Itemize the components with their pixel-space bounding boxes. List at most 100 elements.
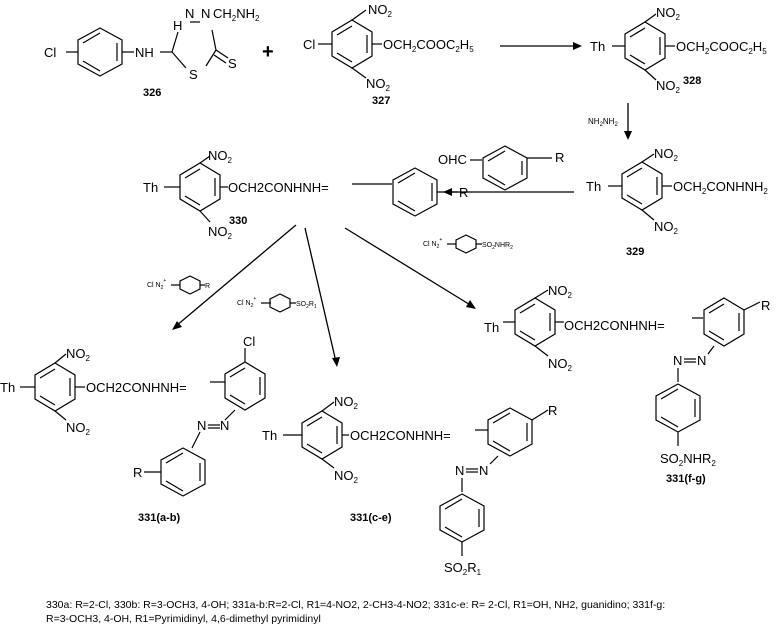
chloro-label: Cl [243, 334, 255, 349]
no2-bottom-label: NO2 [66, 420, 91, 437]
compound-id-331fg: 331(f-g) [666, 473, 706, 485]
compound-id-328: 328 [683, 75, 701, 87]
diazo-cl-n2-label: Cl N2+ [237, 296, 256, 309]
hydrazone-chain-label: OCH2CONHNH= [86, 380, 187, 395]
aldehyde-reagent: OHC R [438, 145, 564, 191]
diazo-cl-n2-label: Cl N2+ [423, 237, 442, 250]
compound-331fg: Th NO2 OCH2CONHNH= NO2 R N N SO2NHR2 331… [484, 283, 770, 485]
no2-bottom-label: NO2 [208, 224, 233, 241]
azo-label-2: N [479, 463, 488, 478]
no2-top-label: NO2 [654, 146, 679, 163]
compound-331ab: Th NO2 OCH2CONHNH= NO2 Cl N N R 331(a-b) [0, 334, 266, 524]
ring-n2-label: N [201, 6, 210, 21]
aryl-ring [487, 407, 533, 457]
benzene-ring [179, 162, 221, 212]
compound-id-327: 327 [372, 95, 390, 107]
hydrazone-chain-label: OCH2CONHNH= [564, 318, 665, 333]
no2-top-label: NO2 [334, 394, 359, 411]
benzene-ring [331, 19, 373, 69]
aryl-ring [703, 297, 745, 347]
compound-id-326: 326 [143, 87, 161, 99]
compound-327: Cl NO2 OCH2COOC2H5 NO2 327 [303, 2, 474, 107]
azo-label-2: N [220, 418, 229, 433]
aryl-ring [439, 493, 485, 543]
hydrazone-chain-label: OCH2CONHNH= [228, 180, 329, 195]
diazonium-reagent-so2nhr2: Cl N2+ SO2NHR2 [423, 234, 513, 254]
benzene-ring [514, 297, 556, 347]
diazo-r-label: R [205, 283, 210, 290]
ester-chain-label: OCH2COOC2H5 [383, 37, 474, 54]
compound-326: Cl NH H N N CH2NH2 S S 326 [44, 6, 260, 99]
aryl-ring [655, 383, 701, 433]
diazo-so2r1-label: SO2R1 [296, 301, 317, 310]
arrow-to-331ce [304, 227, 337, 363]
azo-label: N [455, 463, 464, 478]
no2-top-label: NO2 [368, 2, 393, 19]
th-label: Th [262, 428, 277, 443]
compound-329: Th NO2 OCH2CONHNH2 NO2 329 [586, 146, 768, 258]
ester-chain-label: OCH2COOC2H5 [676, 39, 767, 56]
nh-label: NH [135, 45, 154, 60]
footnote-line-1: 330a: R=2-Cl, 330b: R=3-OCH3, 4-OH; 331a… [46, 599, 666, 611]
aryl-ring [392, 167, 438, 217]
benzene-ring [624, 21, 666, 71]
r-label: R [133, 465, 142, 480]
hydrazide-chain-label: OCH2CONHNH2 [673, 179, 768, 196]
chloro-label: Cl [303, 37, 315, 52]
compound-328: Th NO2 OCH2COOC2H5 NO2 328 [590, 5, 767, 95]
no2-top-label: NO2 [208, 148, 233, 165]
azo-label-2: N [697, 353, 706, 368]
compound-330: Th NO2 OCH2CONHNH= R NO2 330 [143, 148, 468, 241]
th-label: Th [143, 180, 158, 195]
compound-id-330: 330 [229, 215, 247, 227]
hydrazine-reagent: NH2NH2 [588, 117, 618, 128]
ch2nh2-label: CH2NH2 [213, 6, 260, 23]
no2-bottom-label: NO2 [366, 76, 391, 93]
benzene-ring [482, 145, 528, 191]
no2-bottom-label: NO2 [656, 78, 681, 95]
diazonium-reagent-so2r1: Cl N2+ SO2R1 [237, 293, 317, 313]
aryl-ring [160, 447, 206, 497]
substituent-footnote: 330a: R=2-Cl, 330b: R=3-OCH3, 4-OH; 331a… [46, 598, 766, 626]
ring-s-label: S [189, 67, 198, 82]
aldehyde-r-label: R [555, 150, 564, 165]
th-label: Th [586, 179, 601, 194]
th-label: Th [484, 320, 499, 335]
hydrazone-chain-label: OCH2CONHNH= [350, 428, 451, 443]
diazo-so2nhr2-label: SO2NHR2 [482, 242, 513, 251]
azo-label: N [673, 353, 682, 368]
thione-s-label: S [228, 56, 237, 71]
aryl-ring [224, 361, 266, 411]
r-label: R [548, 403, 557, 418]
diazonium-reagent-r: Cl N2+ R [147, 275, 210, 295]
benzene-ring [34, 362, 76, 412]
so2nhr2-label: SO2NHR2 [660, 451, 716, 468]
ring-n1-label: N [185, 6, 194, 21]
r-label: R [459, 185, 468, 200]
compound-id-331ab: 331(a-b) [138, 512, 181, 524]
no2-top-label: NO2 [66, 346, 91, 363]
arrow-to-331fg [344, 227, 473, 307]
th-label: Th [590, 39, 605, 54]
ring-h-label: H [173, 18, 182, 33]
no2-bottom-label: NO2 [334, 468, 359, 485]
diazo-cl-n2-label: Cl N2+ [147, 278, 166, 291]
benzene-ring [621, 161, 663, 211]
chloro-label: Cl [44, 45, 56, 60]
no2-top-label: NO2 [548, 283, 573, 300]
th-label: Th [0, 380, 15, 395]
plus-sign: + [262, 41, 274, 63]
benzene-ring [77, 27, 123, 77]
no2-bottom-label: NO2 [654, 219, 679, 236]
aldehyde-cho-label: OHC [438, 152, 467, 167]
arrow-to-331ab [175, 224, 297, 327]
no2-top-label: NO2 [656, 5, 681, 22]
compound-id-331ce: 331(c-e) [350, 512, 392, 524]
so2r1-label: SO2R1 [444, 560, 482, 577]
footnote-line-2: R=3-OCH3, 4-OH, R1=Pyrimidinyl, 4,6-dime… [46, 613, 321, 625]
compound-id-329: 329 [626, 246, 644, 258]
compound-331ce: Th NO2 OCH2CONHNH= NO2 R N N SO2R1 331(c… [262, 394, 557, 577]
no2-bottom-label: NO2 [548, 356, 573, 373]
azo-label: N [197, 418, 206, 433]
